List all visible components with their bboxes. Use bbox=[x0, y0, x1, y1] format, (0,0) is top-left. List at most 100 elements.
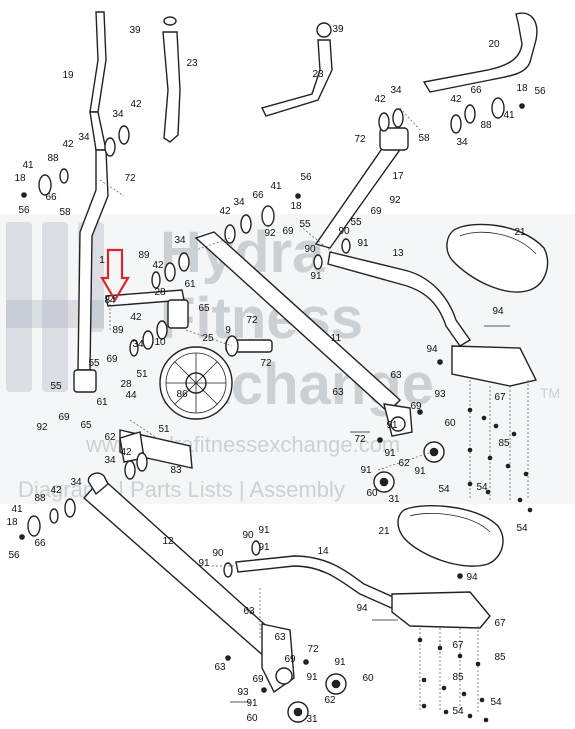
part-number-label: 91 bbox=[258, 525, 270, 536]
part-number-label: 62 bbox=[324, 695, 336, 706]
part-number-label: 41 bbox=[22, 160, 34, 171]
pedal-bracket-upper bbox=[451, 345, 538, 500]
part-number-label: 34 bbox=[174, 235, 186, 246]
part-number-label: 60 bbox=[362, 673, 374, 684]
part-number-label: 9 bbox=[225, 325, 231, 336]
part-number-label: 31 bbox=[388, 494, 400, 505]
part-number-label: 72 bbox=[260, 358, 272, 369]
part-number-label: 91 bbox=[306, 672, 318, 683]
part-number-label: 61 bbox=[96, 397, 108, 408]
part-number-label: 34 bbox=[104, 455, 116, 466]
part-number-label: 42 bbox=[62, 139, 74, 150]
part-number-label: 17 bbox=[392, 171, 404, 182]
part-number-label: 42 bbox=[50, 485, 62, 496]
part-number-label: 20 bbox=[488, 39, 500, 50]
part-number-label: 67 bbox=[452, 640, 464, 651]
part-number-label: 94 bbox=[356, 603, 368, 614]
part-number-label: 42 bbox=[374, 94, 386, 105]
crank-arm-83 bbox=[119, 429, 193, 469]
part-number-label: 84 bbox=[104, 295, 116, 306]
part-number-label: 39 bbox=[332, 24, 344, 35]
highlight-arrow-icon bbox=[100, 248, 130, 303]
part-number-label: 67 bbox=[494, 392, 506, 403]
left-upper-handlebar bbox=[89, 11, 107, 151]
watermark-tagline: Diagrams | Parts Lists | Assembly bbox=[18, 477, 345, 502]
part-number-label: 54 bbox=[490, 697, 502, 708]
part-number-label: 34 bbox=[390, 85, 402, 96]
part-number-label: 19 bbox=[62, 70, 74, 81]
part-number-label: 92 bbox=[389, 195, 401, 206]
pedal-upper bbox=[446, 223, 549, 293]
part-number-label: 69 bbox=[252, 674, 264, 685]
part-number-label: 18 bbox=[14, 173, 26, 184]
part-number-label: 54 bbox=[516, 523, 528, 534]
part-number-label: 10 bbox=[154, 337, 166, 348]
part-number-label: 72 bbox=[354, 434, 366, 445]
part-number-label: 89 bbox=[138, 250, 150, 261]
part-number-label: 92 bbox=[36, 422, 48, 433]
part-number-label: 66 bbox=[34, 538, 46, 549]
assembly-guides bbox=[99, 107, 433, 640]
part-number-label: 21 bbox=[378, 526, 390, 537]
part-number-label: 93 bbox=[237, 687, 249, 698]
part-number-label: 88 bbox=[47, 153, 59, 164]
part-number-label: 58 bbox=[59, 207, 71, 218]
part-number-label: 42 bbox=[152, 260, 164, 271]
roller-wheel-lower bbox=[287, 673, 347, 723]
part-number-label: 61 bbox=[184, 279, 196, 290]
part-number-label: 42 bbox=[120, 447, 132, 458]
part-number-label: 31 bbox=[306, 714, 318, 725]
part-number-label: 1 bbox=[99, 255, 105, 266]
part-number-label: 12 bbox=[162, 536, 174, 547]
part-number-label: 13 bbox=[392, 248, 404, 259]
part-number-label: 72 bbox=[307, 644, 319, 655]
part-number-label: 60 bbox=[246, 713, 258, 724]
part-number-label: 34 bbox=[70, 477, 82, 488]
part-number-label: 41 bbox=[270, 181, 282, 192]
left-lower-arm-11 bbox=[194, 231, 413, 437]
part-number-label: 90 bbox=[242, 530, 254, 541]
part-number-label: 63 bbox=[332, 387, 344, 398]
part-number-label: 23 bbox=[312, 69, 324, 80]
part-number-label: 72 bbox=[354, 134, 366, 145]
part-number-label: 54 bbox=[452, 706, 464, 717]
part-number-label: 69 bbox=[284, 654, 296, 665]
part-number-label: 72 bbox=[124, 173, 136, 184]
part-number-label: 55 bbox=[88, 358, 100, 369]
pedal-bolt-cluster-lower bbox=[417, 637, 489, 723]
part-number-label: 90 bbox=[304, 244, 316, 255]
part-number-label: 55 bbox=[50, 381, 62, 392]
part-number-label: 34 bbox=[112, 109, 124, 120]
part-number-label: 85 bbox=[498, 438, 510, 449]
part-number-label: 18 bbox=[290, 201, 302, 212]
part-number-label: 34 bbox=[233, 197, 245, 208]
part-number-label: 66 bbox=[45, 192, 57, 203]
part-number-label: 42 bbox=[130, 312, 142, 323]
part-number-label: 18 bbox=[516, 83, 528, 94]
right-upright-post bbox=[314, 127, 409, 249]
part-number-label: 54 bbox=[476, 482, 488, 493]
part-number-label: 94 bbox=[492, 306, 504, 317]
part-number-label: 65 bbox=[198, 303, 210, 314]
part-number-label: 62 bbox=[104, 432, 116, 443]
part-number-label: 94 bbox=[466, 572, 478, 583]
left-upright-post bbox=[73, 149, 109, 393]
part-number-label: 92 bbox=[264, 228, 276, 239]
pedal-bolt-cluster-upper bbox=[467, 407, 533, 513]
watermark-trademark: TM bbox=[540, 385, 560, 401]
part-number-label: 63 bbox=[243, 606, 255, 617]
part-number-label: 23 bbox=[186, 58, 198, 69]
part-number-label: 85 bbox=[452, 672, 464, 683]
part-number-label: 54 bbox=[438, 484, 450, 495]
part-number-label: 91 bbox=[198, 558, 210, 569]
part-number-label: 66 bbox=[252, 190, 264, 201]
part-number-label: 25 bbox=[202, 333, 214, 344]
part-number-label: 91 bbox=[360, 465, 372, 476]
part-number-label: 28 bbox=[120, 379, 132, 390]
part-number-label: 91 bbox=[357, 238, 369, 249]
part-number-label: 91 bbox=[414, 466, 426, 477]
part-number-label: 90 bbox=[212, 548, 224, 559]
pedal-bracket-lower bbox=[391, 591, 491, 712]
part-number-label: 88 bbox=[480, 120, 492, 131]
